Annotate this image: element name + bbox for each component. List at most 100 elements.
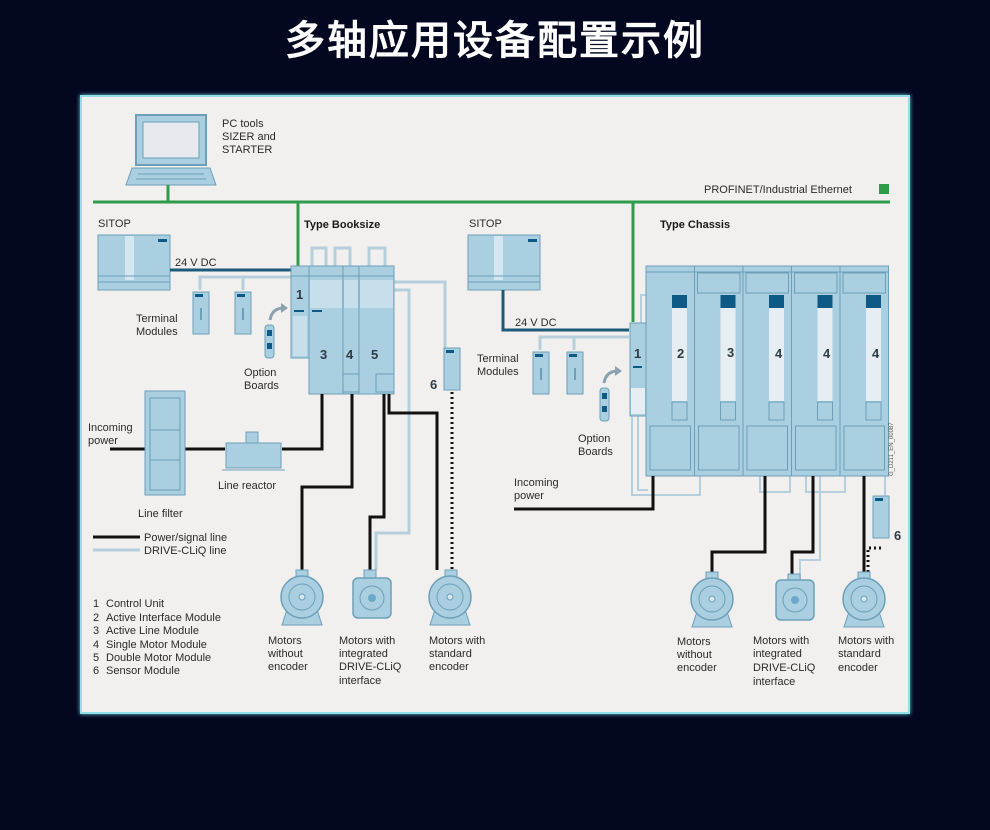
legend-num: 5 xyxy=(93,652,99,664)
option-boards-right-label-1: Option xyxy=(578,433,610,445)
line-reactor-label: Line reactor xyxy=(218,480,276,492)
right-power-lines xyxy=(514,476,884,580)
motor-label: DRIVE-CLiQ xyxy=(753,662,816,674)
motor-drive-cliq-icon xyxy=(352,569,392,619)
motor-label: encoder xyxy=(268,661,308,673)
pc-tools-label-3: STARTER xyxy=(222,144,272,156)
chassis-module-4c: 4 xyxy=(872,346,880,361)
legend-num: 3 xyxy=(93,625,99,637)
motor-without-encoder-icon xyxy=(690,571,734,628)
dc-right-line xyxy=(501,290,629,332)
terminal-modules-right-label-1: Terminal xyxy=(477,353,519,365)
motor-label: Motors xyxy=(677,636,711,648)
dc-left-label: 24 V DC xyxy=(175,257,217,269)
motor-label: standard xyxy=(429,648,472,660)
motor-label: without xyxy=(267,648,303,660)
pc-tools-label-2: SIZER and xyxy=(222,131,276,143)
terminal-module-icon xyxy=(532,351,550,395)
sensor-module-right-icon xyxy=(872,495,890,539)
dc-right-label: 24 V DC xyxy=(515,317,557,329)
legend-num: 1 xyxy=(93,598,99,610)
chassis-cabinet xyxy=(645,265,695,477)
booksize-module-1: 1 xyxy=(296,287,303,302)
sensor-module-right-label: 6 xyxy=(894,528,901,543)
chassis-module-3: 3 xyxy=(727,345,734,360)
legend-label: Double Motor Module xyxy=(106,652,211,664)
legend-label: Control Unit xyxy=(106,598,164,610)
incoming-power-right-label-2: power xyxy=(514,490,544,502)
sensor-module-left-icon xyxy=(443,347,461,570)
chassis-cabinet xyxy=(694,265,744,477)
type-chassis-label: Type Chassis xyxy=(660,219,730,231)
line-legend-power: Power/signal line xyxy=(144,532,227,544)
motor-label: standard xyxy=(838,648,881,660)
module-legend: 1 Control Unit 2 Active Interface Module… xyxy=(93,598,221,677)
option-board-icon xyxy=(599,366,622,422)
legend-num: 6 xyxy=(93,665,99,677)
sensor-module-left-label: 6 xyxy=(430,377,437,392)
terminal-module-icon xyxy=(192,291,210,335)
option-boards-left-label-1: Option xyxy=(244,367,276,379)
motor-label: integrated xyxy=(339,648,388,660)
line-legend-cliq: DRIVE-CLiQ line xyxy=(144,545,227,557)
chassis-module-2: 2 xyxy=(677,346,684,361)
terminal-modules-right-label-2: Modules xyxy=(477,366,519,378)
line-filter-label: Line filter xyxy=(138,508,183,520)
chassis-cabinet xyxy=(839,265,889,477)
motor-label: encoder xyxy=(838,662,878,674)
page-title: 多轴应用设备配置示例 xyxy=(285,18,705,64)
chassis-module-1: 1 xyxy=(634,346,641,361)
terminal-modules-left-label-1: Terminal xyxy=(136,313,178,325)
booksize-drive-lineup xyxy=(290,246,447,415)
booksize-module-4: 4 xyxy=(346,347,354,362)
option-boards-right-label-2: Boards xyxy=(578,446,613,458)
profinet-legend-swatch xyxy=(879,184,889,194)
left-power-lines xyxy=(110,394,439,570)
sitop-right-label: SITOP xyxy=(469,218,502,230)
motor-label: encoder xyxy=(677,662,717,674)
terminal-module-icon xyxy=(234,291,252,335)
motor-label: Motors with xyxy=(429,635,485,647)
legend-num: 2 xyxy=(93,612,99,624)
option-board-icon xyxy=(264,303,288,359)
chassis-module-4a: 4 xyxy=(775,346,783,361)
motor-label: Motors with xyxy=(753,635,809,647)
booksize-module-3: 3 xyxy=(320,347,327,362)
pc-laptop-icon xyxy=(125,114,217,186)
motor-label: without xyxy=(676,649,712,661)
incoming-power-right-label-1: Incoming xyxy=(514,477,559,489)
terminal-modules-left-label-2: Modules xyxy=(136,326,178,338)
legend-label: Sensor Module xyxy=(106,665,180,677)
motor-label: DRIVE-CLiQ xyxy=(339,661,402,673)
motor-label: Motors xyxy=(268,635,302,647)
drawing-id: G_D211_EN_00087 xyxy=(889,422,895,476)
motor-label: encoder xyxy=(429,661,469,673)
sitop-right-power-supply xyxy=(467,234,541,291)
motor-label: Motors with xyxy=(339,635,395,647)
incoming-power-left-label-2: power xyxy=(88,435,118,447)
booksize-module-5: 5 xyxy=(371,347,378,362)
chassis-cabinet xyxy=(791,265,841,477)
legend-num: 4 xyxy=(93,639,99,651)
motor-label: interface xyxy=(339,675,381,687)
sitop-left-power-supply xyxy=(97,234,171,291)
chassis-module-4b: 4 xyxy=(823,346,831,361)
line-reactor-icon xyxy=(222,431,285,471)
line-filter-icon xyxy=(144,390,186,496)
incoming-power-left-label-1: Incoming xyxy=(88,422,133,434)
chassis-cabinets xyxy=(645,265,889,477)
motor-drive-cliq-icon xyxy=(775,573,815,621)
line-legend: Power/signal line DRIVE-CLiQ line xyxy=(93,532,227,557)
profinet-label: PROFINET/Industrial Ethernet xyxy=(704,184,852,196)
chassis-cabinet xyxy=(742,265,792,477)
sitop-left-label: SITOP xyxy=(98,218,131,230)
type-booksize-label: Type Booksize xyxy=(304,219,380,231)
terminal-module-icon xyxy=(566,351,584,395)
option-boards-left-label-2: Boards xyxy=(244,380,279,392)
motor-without-encoder-icon xyxy=(280,569,324,626)
pc-tools-label-1: PC tools xyxy=(222,118,264,130)
profinet-bus xyxy=(93,185,890,322)
legend-label: Active Interface Module xyxy=(106,612,221,624)
motor-label: Motors with xyxy=(838,635,894,647)
